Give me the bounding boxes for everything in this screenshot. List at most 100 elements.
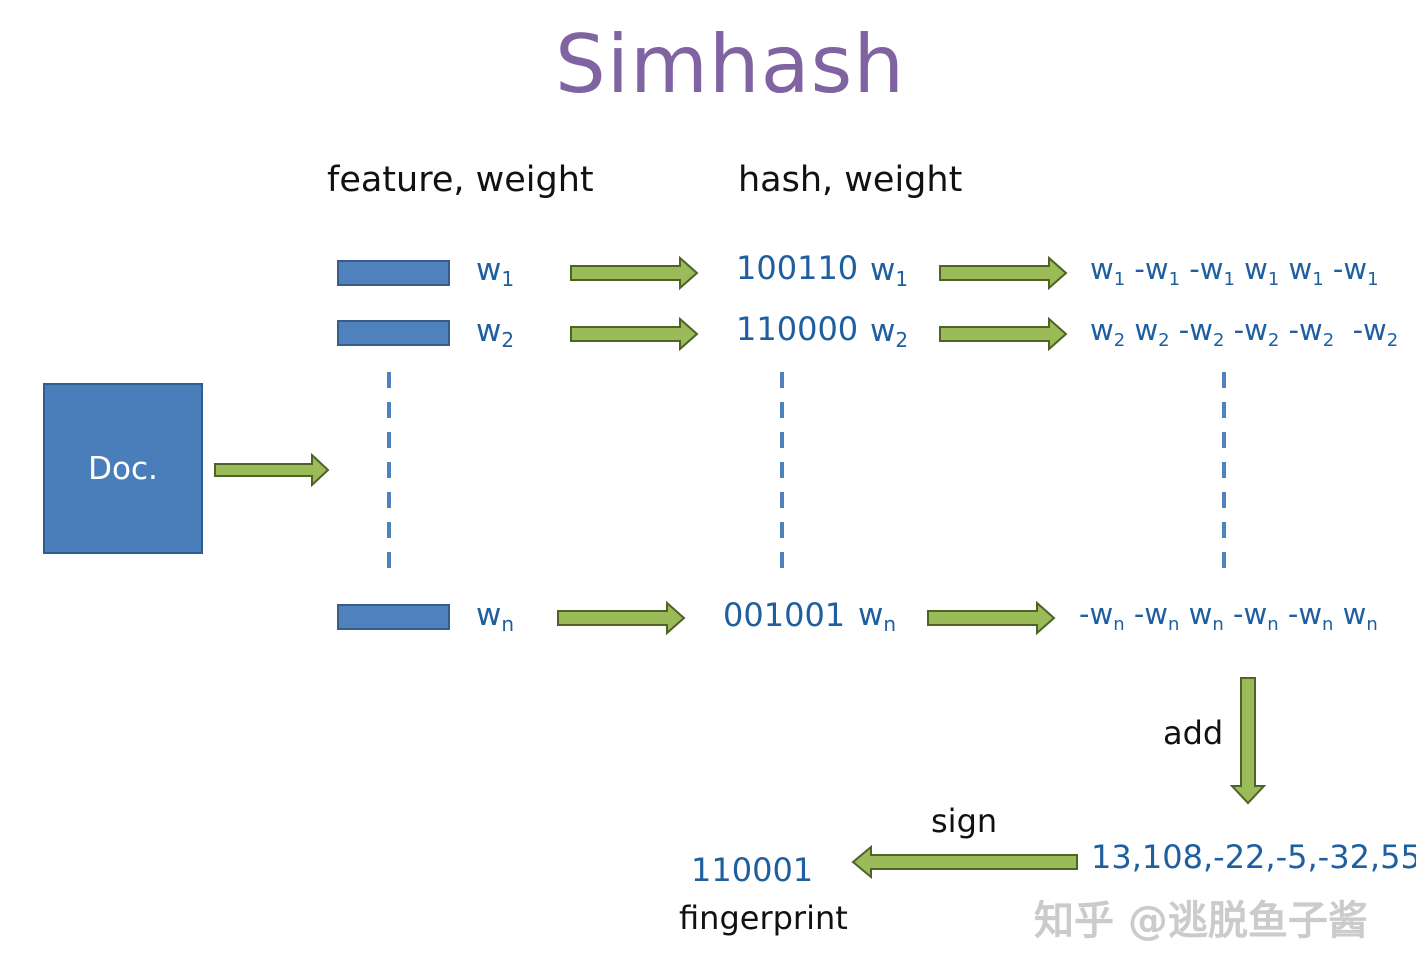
vector-sign: - [1233, 313, 1245, 347]
vector-subscript: 1 [1267, 269, 1280, 290]
watermark: 知乎 @逃脱鱼子酱 [1034, 898, 1368, 944]
vector-subscript: n [1322, 614, 1334, 635]
vector-component: w2 [1090, 313, 1125, 351]
hash-value-1: 100110 [736, 249, 859, 287]
vector-weight: w [1089, 597, 1114, 631]
vector-component: -wn [1233, 597, 1279, 635]
feature-bar-2 [337, 320, 450, 346]
vector-weight: w [1090, 252, 1114, 286]
arrow-feature-to-hash-n [557, 600, 686, 636]
weighted-vector-2: w2 w2 -w2 -w2 -w2 -w2 [1090, 313, 1398, 351]
hash-weight-n: wn [858, 597, 897, 636]
vector-subscript: 1 [1312, 269, 1324, 290]
arrow-feature-to-hash-1 [570, 255, 699, 291]
vector-component: -w2 [1288, 313, 1335, 351]
arrow-feature-to-hash-2 [570, 316, 699, 352]
vector-weight: w [1144, 252, 1169, 286]
vector-component: -wn [1287, 597, 1334, 635]
vector-sign: - [1079, 597, 1090, 631]
vector-subscript: n [1113, 614, 1125, 635]
vector-component: w2 [1134, 313, 1169, 351]
hash-weight-2: w2 [870, 313, 909, 352]
vector-sign: - [1332, 252, 1344, 286]
vector-component: -w2 [1343, 313, 1399, 351]
vector-component: -wn [1079, 597, 1125, 635]
sum-vector: 13,108,-22,-5,-32,55 [1091, 838, 1416, 876]
vector-subscript: 2 [1212, 330, 1225, 351]
vector-subscript: 1 [1168, 269, 1181, 290]
hash-value-2: 110000 [736, 310, 859, 348]
arrow-sign [851, 844, 1078, 880]
weight-label-2: w2 [476, 313, 515, 352]
vector-sign: - [1287, 597, 1299, 631]
document-label: Doc. [88, 450, 158, 487]
document-box: Doc. [43, 383, 203, 554]
vector-subscript: 2 [1386, 330, 1399, 351]
vector-weight: w [1343, 252, 1368, 286]
vector-subscript: 1 [1367, 269, 1379, 290]
vector-sign: - [1233, 597, 1244, 631]
vector-weight: w [1298, 313, 1323, 347]
vector-weight: w [1144, 597, 1169, 631]
weighted-vector-1: w1 -w1 -w1 w1 w1 -w1 [1090, 252, 1379, 290]
vector-component: w1 [1090, 252, 1125, 290]
arrow-hash-to-vector-2 [939, 316, 1068, 352]
vector-weight: w [1188, 597, 1213, 631]
feature-bar-n [337, 604, 450, 630]
vector-component: -w1 [1134, 252, 1180, 290]
vector-subscript: n [1168, 614, 1180, 635]
vector-subscript: n [1267, 614, 1279, 635]
arrow-hash-to-vector-1 [939, 255, 1068, 291]
vector-subscript: n [1366, 614, 1378, 635]
vector-sign: - [1134, 252, 1145, 286]
vector-component: w1 [1244, 252, 1279, 290]
vector-weight: w [1244, 252, 1268, 286]
vector-subscript: 2 [1113, 330, 1126, 351]
vector-sign: - [1189, 252, 1200, 286]
vector-sign: - [1343, 313, 1364, 347]
vector-weight: w [1244, 313, 1268, 347]
vector-component: wn [1188, 597, 1224, 635]
vector-component: -w2 [1178, 313, 1225, 351]
fingerprint-label: fingerprint [679, 899, 848, 937]
fingerprint-value: 110001 [691, 851, 814, 889]
vector-sign: - [1288, 313, 1299, 347]
vector-sign: - [1133, 597, 1145, 631]
weight-label-1: w1 [476, 252, 515, 291]
vector-weight: w [1363, 313, 1387, 347]
vector-component: -w1 [1332, 252, 1379, 290]
vector-subscript: 2 [1158, 330, 1170, 351]
feature-weight-header: feature, weight [327, 160, 594, 200]
feature-bar-1 [337, 260, 450, 286]
vector-weight: w [1199, 252, 1224, 286]
vector-weight: w [1288, 252, 1313, 286]
vector-sign: - [1178, 313, 1190, 347]
vector-subscript: 1 [1113, 269, 1126, 290]
vector-component: -w2 [1233, 313, 1280, 351]
diagram-title: Simhash [554, 18, 906, 111]
vector-component: wn [1342, 597, 1378, 635]
weighted-vector-n: -wn -wn wn -wn -wn wn [1079, 597, 1378, 635]
vector-component: -w1 [1189, 252, 1235, 290]
vector-component: -wn [1133, 597, 1180, 635]
hash-weight-1: w1 [870, 252, 909, 291]
arrow-hash-to-vector-n [927, 600, 1056, 636]
vector-weight: w [1243, 597, 1268, 631]
vector-component: w1 [1288, 252, 1324, 290]
vector-subscript: 2 [1267, 330, 1280, 351]
hash-weight-header: hash, weight [738, 160, 963, 200]
vector-subscript: n [1212, 614, 1224, 635]
vector-subscript: 1 [1223, 269, 1235, 290]
vector-weight: w [1090, 313, 1114, 347]
arrow-doc-to-features [214, 452, 330, 488]
add-label: add [1163, 714, 1224, 752]
vector-weight: w [1134, 313, 1159, 347]
sign-label: sign [931, 802, 998, 840]
hash-value-n: 001001 [723, 596, 846, 634]
weight-label-n: wn [476, 597, 515, 636]
vector-subscript: 2 [1322, 330, 1335, 351]
vector-weight: w [1189, 313, 1213, 347]
vector-weight: w [1342, 597, 1367, 631]
arrow-add [1229, 677, 1267, 805]
